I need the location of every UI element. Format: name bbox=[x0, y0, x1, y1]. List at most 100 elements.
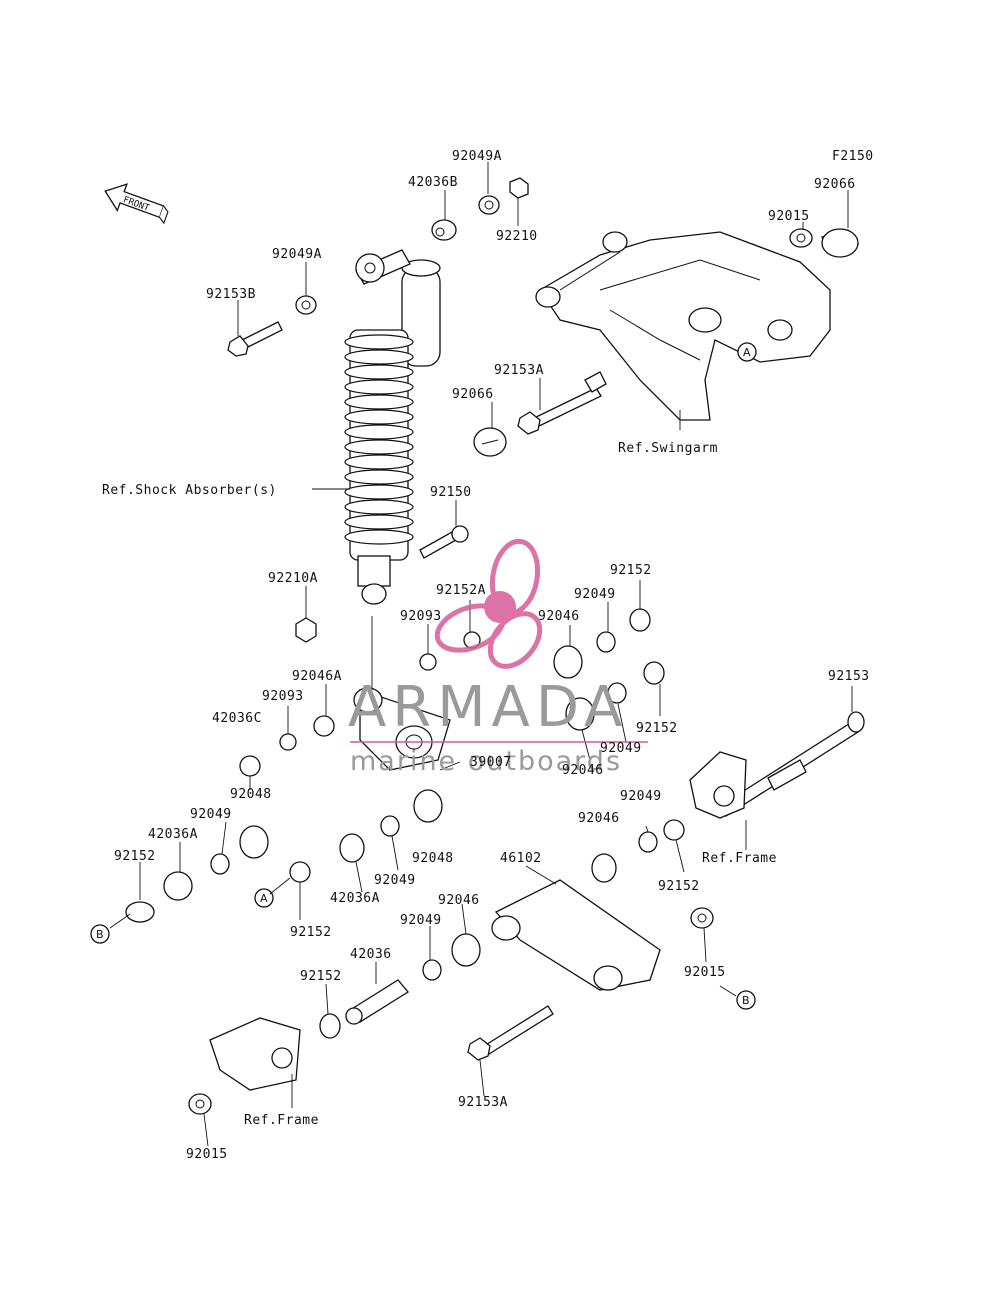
label-92153B: 92153B bbox=[206, 287, 256, 302]
label-92153A-bottom: 92153A bbox=[458, 1095, 508, 1110]
label-92046-c: 92046 bbox=[578, 811, 620, 826]
ref-circle-a-lower bbox=[254, 888, 274, 908]
label-39007: 39007 bbox=[470, 755, 512, 770]
label-92049-d: 92049 bbox=[374, 873, 416, 888]
ref-circle-b-left-label: B bbox=[96, 928, 104, 941]
spring-coil bbox=[344, 529, 414, 545]
spring-coil bbox=[344, 469, 414, 485]
label-42036B: 42036B bbox=[408, 175, 458, 190]
label-92046A: 92046A bbox=[292, 669, 342, 684]
washers-middle bbox=[125, 608, 685, 1039]
spring-coil bbox=[344, 454, 414, 470]
tie-rod-46102 bbox=[491, 879, 661, 991]
label-42036: 42036 bbox=[350, 947, 392, 962]
ref-circle-b-left bbox=[90, 924, 110, 944]
label-92046-b: 92046 bbox=[562, 763, 604, 778]
spring-coil bbox=[344, 499, 414, 515]
label-92049A-left: 92049A bbox=[272, 247, 322, 262]
label-92152-e: 92152 bbox=[290, 925, 332, 940]
label-92015-mid: 92015 bbox=[684, 965, 726, 980]
label-92049A-top: 92049A bbox=[452, 149, 502, 164]
label-92049-e: 92049 bbox=[400, 913, 442, 928]
label-92150: 92150 bbox=[430, 485, 472, 500]
label-92093-b: 92093 bbox=[262, 689, 304, 704]
bolt-92153B bbox=[227, 321, 283, 357]
spring-coil bbox=[344, 349, 414, 365]
part-labels: 92049A 42036B 92210 92066 92015 92049A 9… bbox=[102, 149, 870, 1162]
bearings-middle bbox=[239, 645, 617, 967]
label-92015-top: 92015 bbox=[768, 209, 810, 224]
label-92048: 92048 bbox=[230, 787, 272, 802]
ref-circle-b-right-label: B bbox=[742, 994, 750, 1007]
frame-right-drawing bbox=[689, 751, 747, 819]
spring-coil bbox=[344, 439, 414, 455]
spring-coil bbox=[344, 484, 414, 500]
label-92015-bottom: 92015 bbox=[186, 1147, 228, 1162]
label-92093-a: 92093 bbox=[400, 609, 442, 624]
label-92049-top-left: 92049 bbox=[190, 807, 232, 822]
label-92049-b: 92049 bbox=[600, 741, 642, 756]
collar-92049A-top bbox=[478, 195, 500, 215]
spring-coil bbox=[344, 514, 414, 530]
nut-92015-mid bbox=[690, 907, 714, 929]
label-ref-frame-right: Ref.Frame bbox=[702, 851, 777, 866]
label-92153A-top: 92153A bbox=[494, 363, 544, 378]
label-42036A-b: 42036A bbox=[330, 891, 380, 906]
label-92048-b: 92048 bbox=[412, 851, 454, 866]
label-ref-swingarm: Ref.Swingarm bbox=[618, 441, 718, 456]
label-46102: 46102 bbox=[500, 851, 542, 866]
cap-92066-top bbox=[820, 228, 860, 258]
label-92046-a: 92046 bbox=[538, 609, 580, 624]
label-ref-frame-left: Ref.Frame bbox=[244, 1113, 319, 1128]
nut-92210-top bbox=[509, 177, 529, 199]
watermark: ARMADA marine outboards bbox=[348, 538, 648, 777]
cap-92066-mid bbox=[473, 427, 507, 457]
spring-coil bbox=[344, 424, 414, 440]
label-92210A: 92210A bbox=[268, 571, 318, 586]
leader-lines bbox=[109, 162, 853, 1147]
label-92152-f: 92152 bbox=[300, 969, 342, 984]
sleeve-42036 bbox=[345, 979, 409, 1025]
label-92152A: 92152A bbox=[436, 583, 486, 598]
label-92152-a: 92152 bbox=[610, 563, 652, 578]
label-42036A-a: 42036A bbox=[148, 827, 198, 842]
watermark-brand: ARMADA bbox=[348, 675, 628, 740]
label-92046-d: 92046 bbox=[438, 893, 480, 908]
label-92210: 92210 bbox=[496, 229, 538, 244]
bolt-92153-right bbox=[719, 711, 865, 817]
watermark-tagline: marine outboards bbox=[350, 746, 622, 777]
collar-92049A-left bbox=[295, 295, 317, 315]
label-42036C: 42036C bbox=[212, 711, 262, 726]
label-92049-c: 92049 bbox=[620, 789, 662, 804]
label-92152-d: 92152 bbox=[658, 879, 700, 894]
label-92066-mid: 92066 bbox=[452, 387, 494, 402]
ref-circle-a-upper-label: A bbox=[743, 346, 751, 359]
spring-coil bbox=[344, 379, 414, 395]
ref-circle-a-lower-label: A bbox=[260, 892, 268, 905]
label-92153: 92153 bbox=[828, 669, 870, 684]
spring-coil bbox=[344, 409, 414, 425]
bolt-92153A-bottom bbox=[467, 1005, 554, 1061]
label-92152-b: 92152 bbox=[636, 721, 678, 736]
label-92152-c: 92152 bbox=[114, 849, 156, 864]
frame-left-drawing bbox=[209, 1017, 301, 1091]
ref-circle-b-right bbox=[736, 990, 756, 1010]
label-92049-a: 92049 bbox=[574, 587, 616, 602]
spring-coil bbox=[344, 364, 414, 380]
spring-coil bbox=[344, 334, 414, 350]
rocker-arm-39007 bbox=[353, 687, 451, 771]
bolt-92150 bbox=[419, 525, 469, 559]
bushing-42036B bbox=[431, 219, 457, 241]
propeller-logo-icon bbox=[434, 538, 543, 669]
swingarm-drawing bbox=[535, 231, 831, 421]
nut-92210A bbox=[295, 617, 317, 643]
label-92066-top: 92066 bbox=[814, 177, 856, 192]
spring-coil bbox=[344, 394, 414, 410]
shock-absorber-drawing bbox=[344, 249, 441, 605]
bolt-92153A-top bbox=[517, 371, 607, 435]
front-arrow-icon: FRONT bbox=[104, 183, 169, 225]
figure-code: F2150 bbox=[832, 149, 874, 164]
label-ref-shock-absorber: Ref.Shock Absorber(s) bbox=[102, 483, 277, 498]
nut-92015-top bbox=[789, 228, 813, 248]
